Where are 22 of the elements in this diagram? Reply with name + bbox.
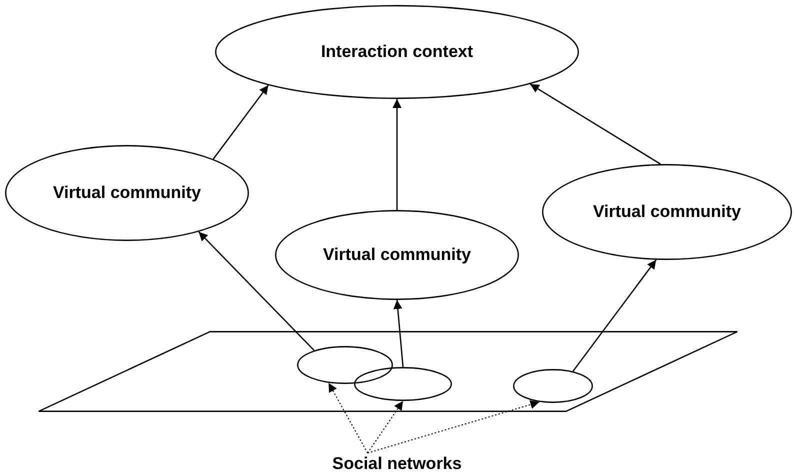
arrow (572, 259, 657, 372)
node-label: Virtual community (323, 245, 471, 265)
ellipse-node (542, 164, 792, 260)
node-label: Virtual community (53, 183, 201, 203)
ellipse-node (215, 5, 579, 99)
arrow (530, 84, 661, 165)
arrow (198, 231, 315, 351)
dotted-arrow (328, 382, 368, 454)
dotted-arrow (367, 400, 540, 454)
node-label: Virtual community (593, 202, 741, 222)
arrow (392, 99, 402, 210)
dotted-arrow (367, 400, 404, 454)
ellipse-node (297, 346, 393, 384)
ellipse-node (354, 367, 452, 401)
node-label: Interaction context (320, 42, 474, 62)
ellipse-node (513, 369, 593, 403)
arrow (212, 84, 269, 160)
node-label: Social networks (327, 453, 467, 475)
ellipse-node (275, 210, 519, 300)
plane-shape (38, 331, 738, 412)
ellipse-node (5, 145, 249, 241)
arrow (393, 300, 404, 368)
